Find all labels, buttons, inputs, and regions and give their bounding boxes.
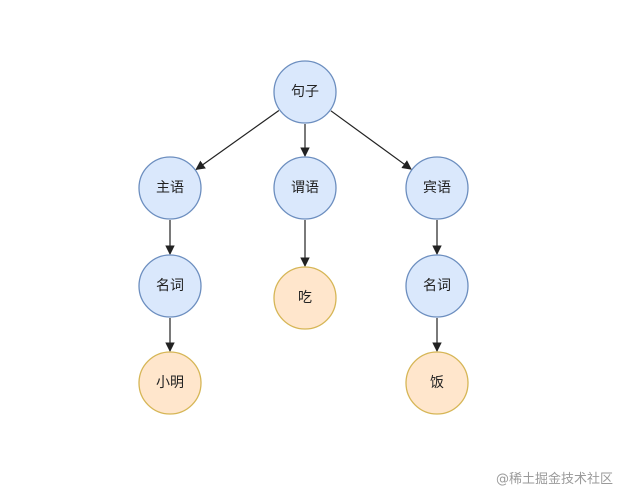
- node-circle-object: [405, 156, 469, 220]
- node-noun2: 名词: [405, 254, 469, 318]
- node-object: 宾语: [405, 156, 469, 220]
- node-label-word3: 饭: [430, 375, 444, 391]
- node-noun1: 名词: [138, 254, 202, 318]
- node-label-noun1: 名词: [156, 278, 184, 294]
- node-label-subject: 主语: [156, 180, 184, 196]
- node-label-word1: 小明: [156, 375, 184, 391]
- node-label-object: 宾语: [423, 180, 451, 196]
- node-circle-word3: [405, 351, 469, 415]
- node-subject: 主语: [138, 156, 202, 220]
- node-circle-verb: [273, 266, 337, 330]
- edges-layer: [165, 110, 442, 352]
- watermark-text: @稀土掘金技术社区: [495, 472, 613, 487]
- node-label-noun2: 名词: [423, 278, 451, 294]
- edge-root-to-object: [330, 110, 412, 170]
- node-circle-noun1: [138, 254, 202, 318]
- node-predicate: 谓语: [273, 156, 337, 220]
- node-verb: 吃: [273, 266, 337, 330]
- node-label-root: 句子: [291, 84, 319, 100]
- node-label-verb: 吃: [298, 290, 312, 306]
- node-circle-subject: [138, 156, 202, 220]
- edge-root-to-subject: [195, 110, 280, 171]
- node-word3: 饭: [405, 351, 469, 415]
- node-circle-noun2: [405, 254, 469, 318]
- node-circle-predicate: [273, 156, 337, 220]
- node-circle-word1: [138, 351, 202, 415]
- node-root: 句子: [273, 60, 337, 124]
- node-label-predicate: 谓语: [291, 180, 319, 196]
- node-word1: 小明: [138, 351, 202, 415]
- node-circle-root: [273, 60, 337, 124]
